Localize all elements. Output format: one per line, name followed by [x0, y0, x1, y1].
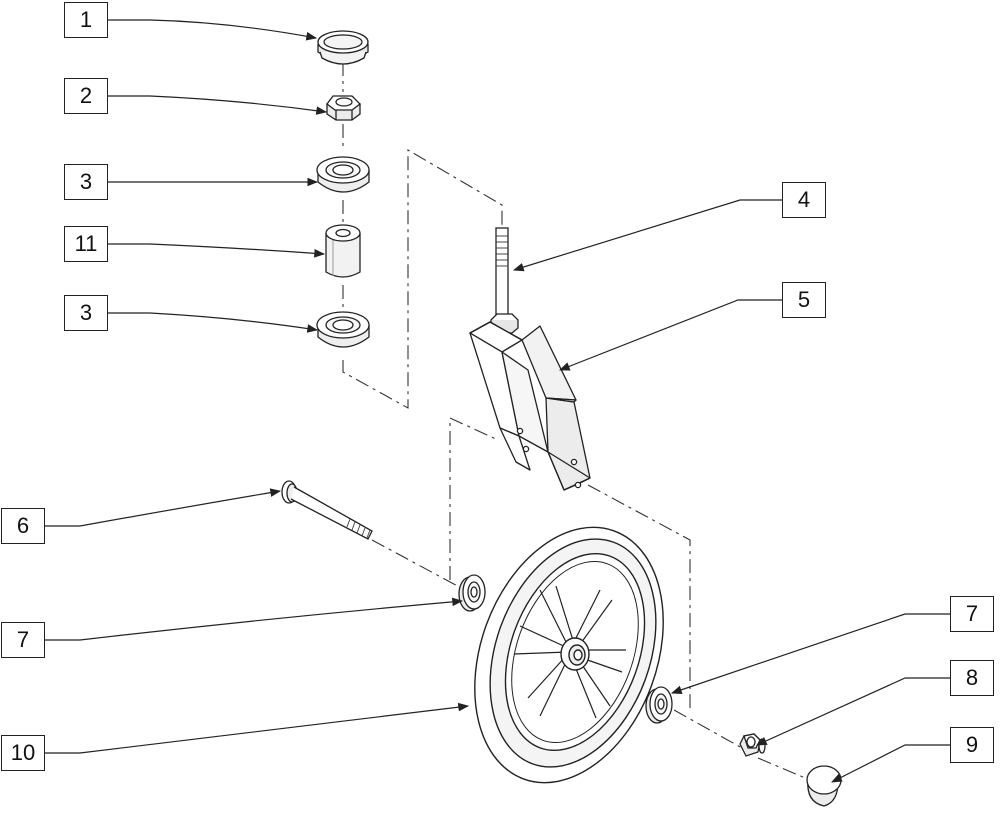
part-stem-bolt — [490, 227, 519, 334]
callout-5: 5 — [782, 282, 826, 318]
leader-lines — [45, 19, 950, 783]
part-hex-nut-top — [326, 95, 361, 121]
part-fork — [469, 321, 591, 491]
callout-8: 8 — [950, 660, 994, 696]
assembly-centerlines — [342, 62, 811, 781]
callout-6: 6 — [1, 508, 45, 544]
callout-7-left: 7 — [1, 622, 45, 658]
part-lock-nut — [739, 733, 766, 757]
part-bearing-lower — [316, 311, 370, 348]
callout-11: 11 — [64, 226, 108, 262]
callout-3-upper: 3 — [64, 164, 108, 200]
callout-2: 2 — [64, 78, 108, 114]
callout-10: 10 — [1, 735, 45, 771]
part-bearing-upper — [316, 156, 370, 193]
part-wheel — [474, 526, 664, 784]
part-wheel-bearing-right — [645, 686, 673, 724]
part-axle-cap — [806, 765, 842, 807]
callout-9: 9 — [950, 727, 994, 763]
callout-7-right: 7 — [950, 596, 994, 632]
part-cap — [317, 30, 369, 65]
part-wheel-bearing-left — [458, 574, 486, 612]
part-spacer — [325, 224, 361, 278]
callout-4: 4 — [782, 182, 826, 218]
callout-1: 1 — [64, 2, 108, 38]
part-axle-bolt — [281, 480, 373, 540]
callout-3-lower: 3 — [64, 295, 108, 331]
